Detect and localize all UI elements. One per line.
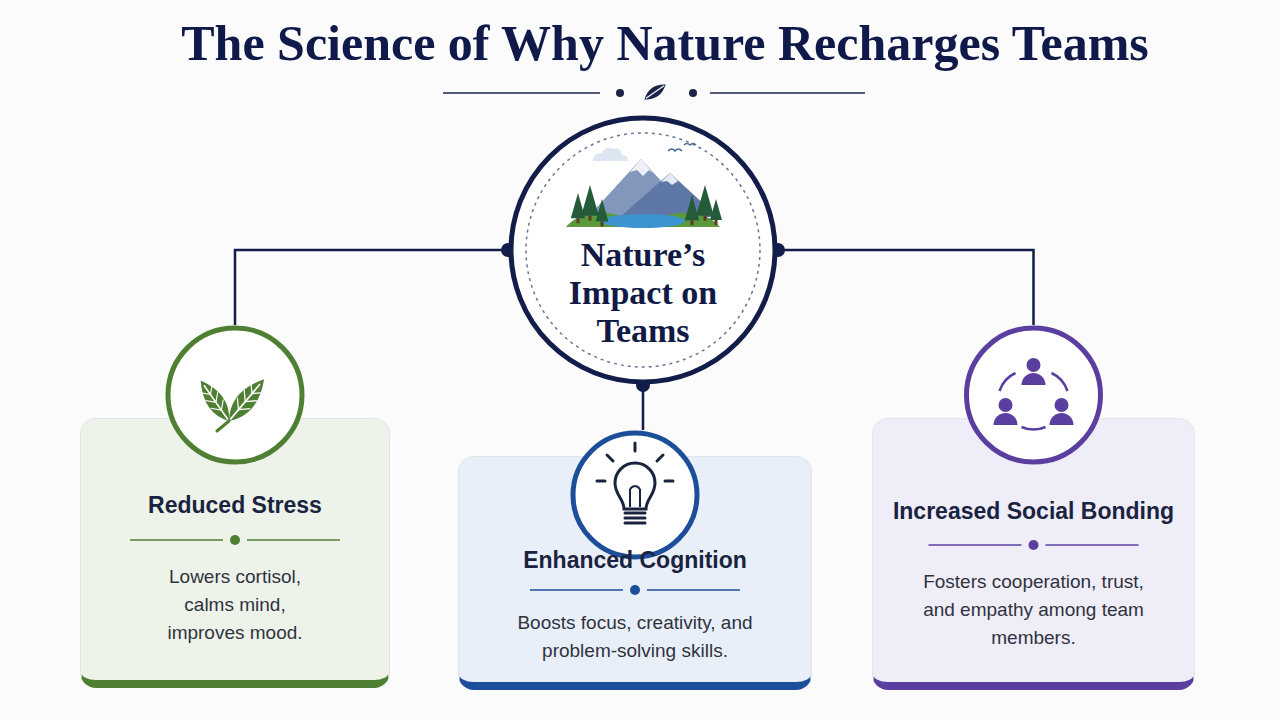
diagram-title: The Science of Why Nature Recharges Team… [25, 12, 1280, 74]
divider-dot [616, 89, 624, 97]
divider-line [443, 92, 600, 94]
leaf-icon [641, 80, 668, 103]
divider-dot [689, 89, 697, 97]
landscape-illustration [566, 144, 722, 229]
center-circle: Nature’s Impact on Teams [508, 115, 778, 385]
connector-line [642, 385, 645, 430]
divider-line [710, 92, 865, 94]
info-card: Enhanced CognitionBoosts focus, creativi… [458, 430, 812, 690]
center-label: Nature’s Impact on Teams [543, 236, 743, 350]
card-body: Boosts focus, creativity, and problem-so… [505, 609, 765, 665]
card-heading: Enhanced Cognition [463, 545, 807, 575]
connector-line [778, 250, 1034, 325]
card-heading: Reduced Stress [85, 490, 385, 520]
info-card: Reduced StressLowers cortisol, calms min… [80, 325, 390, 688]
info-card: Increased Social BondingFosters cooperat… [872, 325, 1195, 690]
card-heading: Increased Social Bonding [875, 496, 1192, 526]
card-body: Lowers cortisol, calms mind, improves mo… [145, 563, 325, 647]
connector-line [235, 250, 508, 325]
card-body: Fosters cooperation, trust, and empathy … [908, 568, 1159, 652]
